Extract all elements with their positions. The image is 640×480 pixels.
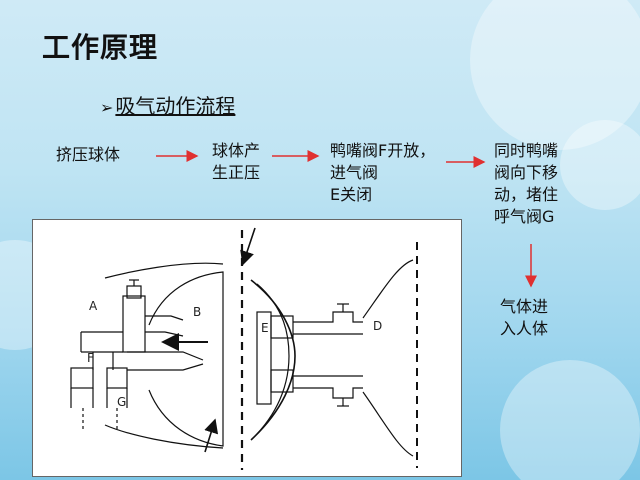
part-label-d: D — [373, 319, 382, 333]
valve-a-pipe — [145, 315, 184, 321]
chamber-d-top — [362, 259, 414, 319]
subtitle-text: 吸气动作流程 — [115, 94, 236, 118]
center-dome-inner — [256, 283, 290, 435]
upper-connector — [293, 311, 363, 323]
flow-step-2: 球体产 生正压 — [212, 141, 261, 182]
valve-f-body — [70, 367, 94, 389]
background-bubble — [560, 120, 640, 210]
valve-e-plate — [256, 311, 272, 405]
pointer-arrow-icon: ➢ — [100, 98, 114, 117]
flow-step-1: 挤压球体 — [56, 145, 121, 164]
valve-diagram-drawing: A B D E F G — [70, 227, 418, 470]
part-label-g: G — [117, 395, 126, 409]
background-bubble — [500, 360, 640, 480]
left-shell-bottom — [104, 424, 224, 449]
page-title: 工作原理 — [42, 31, 159, 64]
valve-diagram: A B D E F G — [32, 219, 462, 477]
flow-step-3: 鸭嘴阀F开放， 进气阀 E关闭 — [330, 141, 436, 204]
squeeze-arrow-bottom — [204, 418, 219, 453]
section-subtitle: ➢吸气动作流程 — [100, 90, 235, 119]
part-label-e: E — [261, 321, 269, 335]
part-label-a: A — [89, 299, 98, 313]
background-bubble — [470, 0, 640, 150]
flow-step-4: 同时鸭嘴 阀向下移 动，堵住 呼气阀G — [494, 141, 559, 226]
lower-connector — [293, 387, 363, 399]
valve-g-body — [106, 367, 128, 389]
part-label-f: F — [87, 351, 94, 365]
bulb-b — [148, 271, 224, 447]
squeeze-arrow-top — [240, 227, 256, 266]
valve-a-housing — [122, 295, 146, 353]
part-label-b: B — [193, 305, 201, 319]
left-shell-top — [104, 262, 224, 279]
flow-step-5: 气体进 入人体 — [500, 297, 549, 338]
chamber-d-bottom — [362, 391, 414, 457]
